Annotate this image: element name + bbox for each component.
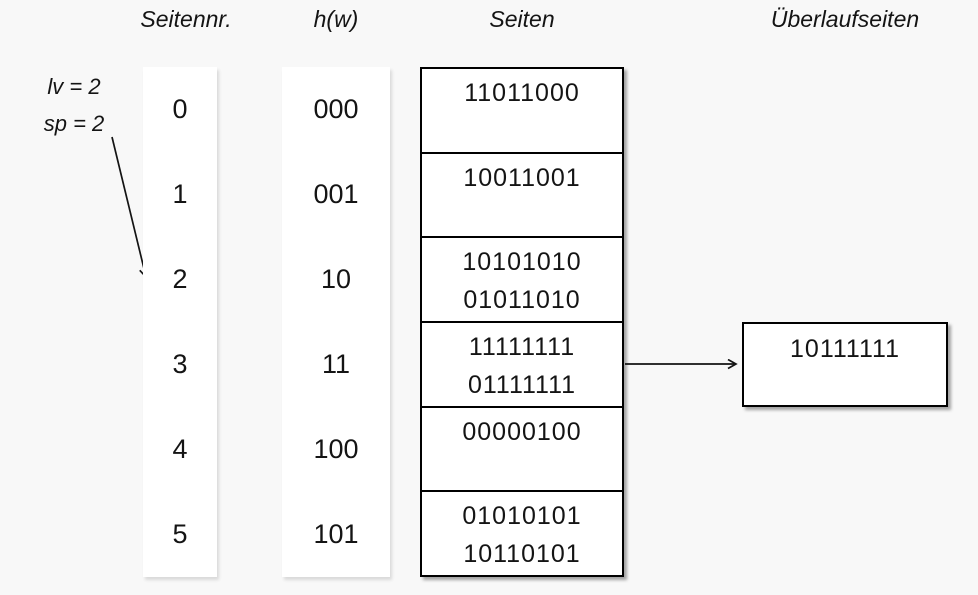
page-cell-2: 10101010 01011010 (422, 238, 622, 324)
hash-value-4: 100 (313, 434, 359, 464)
record-value: 11011000 (464, 79, 580, 107)
hash-prefix-column: 000 001 10 11 100 101 (282, 67, 390, 577)
seitennr-value-0: 0 (172, 94, 188, 124)
record-value: 10011001 (463, 163, 581, 192)
page-cell-1: 10011001 (422, 154, 622, 239)
record-value: 01011010 (463, 286, 581, 315)
overflow-page-box: 10111111 (742, 322, 948, 407)
record-value: 00000100 (462, 417, 582, 446)
overflow-arrow-icon (625, 350, 744, 378)
page-cell-5: 01010101 10110101 (422, 492, 622, 575)
record-value: 11111111 (468, 333, 576, 362)
column-header-seiten: Seiten (489, 6, 555, 32)
pages-table: 11011000 10011001 10101010 01011010 1111… (420, 67, 624, 577)
state-annotation: lv = 2 sp = 2 (26, 68, 122, 142)
seitennr-column: 0 1 2 3 4 5 (143, 67, 217, 577)
hash-value-1: 001 (313, 179, 359, 209)
hash-value-5: 101 (313, 519, 359, 549)
seitennr-value-1: 1 (172, 179, 188, 209)
record-value: 10110101 (463, 540, 581, 569)
page-cell-4: 00000100 (422, 408, 622, 493)
page-cell-0: 11011000 (422, 69, 622, 154)
level-value: lv = 2 (47, 74, 101, 99)
split-pointer-arrow-icon (111, 136, 165, 295)
split-pointer-value: sp = 2 (43, 111, 105, 136)
record-value: 01111111 (467, 371, 577, 400)
overflow-record-value: 10111111 (790, 335, 900, 363)
seitennr-value-3: 3 (172, 349, 188, 379)
column-header-seitennr: Seitennr. (140, 6, 232, 32)
hash-value-2: 10 (320, 264, 352, 294)
hash-value-0: 000 (313, 94, 359, 124)
record-value: 01010101 (462, 502, 582, 531)
column-header-hash-function: h(w) (313, 6, 359, 32)
seitennr-value-2: 2 (172, 264, 188, 294)
seitennr-value-5: 5 (172, 519, 188, 549)
seitennr-value-4: 4 (172, 434, 188, 464)
hash-value-3: 11 (321, 349, 351, 379)
page-cell-3: 11111111 01111111 (422, 323, 622, 408)
record-value: 10101010 (462, 248, 582, 277)
column-header-ueberlaufseiten: Überlaufseiten (770, 6, 920, 32)
